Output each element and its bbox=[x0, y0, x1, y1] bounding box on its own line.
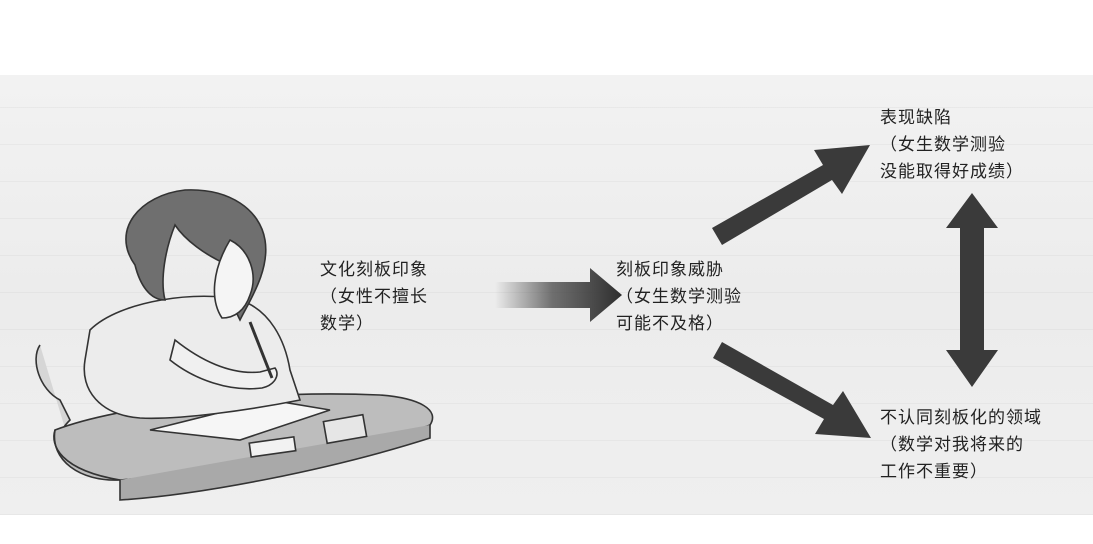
node-cultural-stereotype-detail-1: （女性不擅长 bbox=[320, 287, 428, 307]
node-performance-deficit-title: 表现缺陷 bbox=[880, 108, 952, 128]
node-cultural-stereotype-detail-2: 数学） bbox=[320, 314, 374, 334]
arrow-threat-to-disidentify bbox=[713, 342, 871, 438]
arrow-threat-to-deficit bbox=[712, 145, 870, 245]
node-disidentification-detail-2: 工作不重要） bbox=[880, 462, 988, 482]
node-stereotype-threat: 刻板印象威胁 （女生数学测验可能不及格） bbox=[616, 257, 742, 338]
node-disidentification: 不认同刻板化的领域 （数学对我将来的工作不重要） bbox=[880, 405, 1042, 486]
node-disidentification-title: 不认同刻板化的领域 bbox=[880, 408, 1042, 428]
girl-at-desk-illustration bbox=[35, 189, 434, 501]
node-cultural-stereotype: 文化刻板印象 （女性不擅长数学） bbox=[320, 257, 428, 338]
node-disidentification-detail-1: （数学对我将来的 bbox=[880, 435, 1024, 455]
node-performance-deficit: 表现缺陷 （女生数学测验没能取得好成绩） bbox=[880, 105, 1024, 186]
node-stereotype-threat-detail-1: （女生数学测验 bbox=[616, 287, 742, 307]
arrow-culture-to-threat bbox=[495, 268, 622, 322]
node-stereotype-threat-title: 刻板印象威胁 bbox=[616, 260, 724, 280]
arrow-deficit-disidentify-bidirectional bbox=[946, 193, 998, 387]
node-stereotype-threat-detail-2: 可能不及格） bbox=[616, 314, 724, 334]
node-performance-deficit-detail-2: 没能取得好成绩） bbox=[880, 162, 1024, 182]
node-cultural-stereotype-title: 文化刻板印象 bbox=[320, 260, 428, 280]
node-performance-deficit-detail-1: （女生数学测验 bbox=[880, 135, 1006, 155]
